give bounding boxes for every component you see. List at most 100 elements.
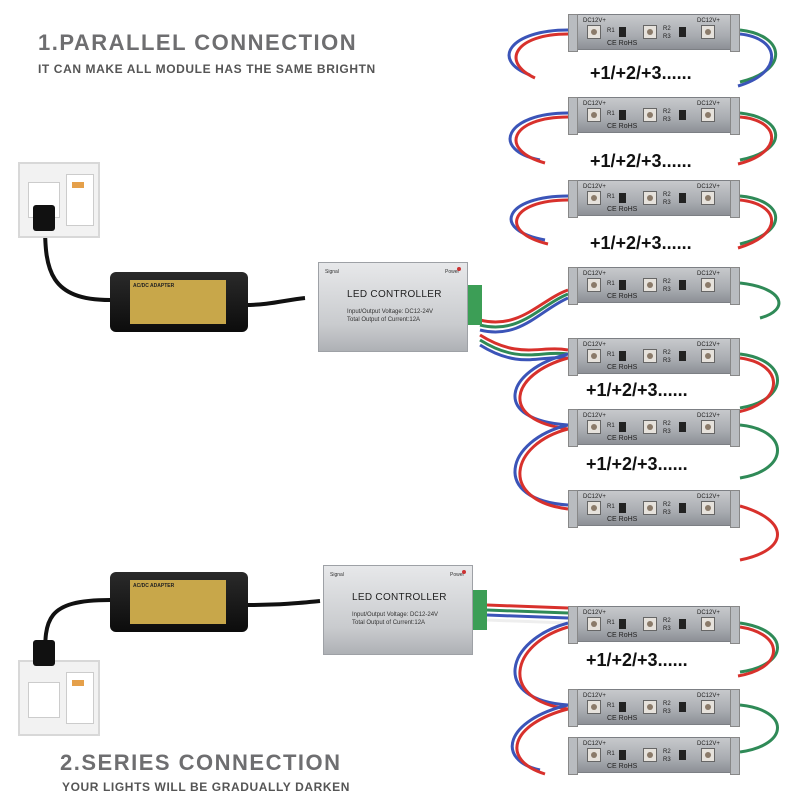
resistor xyxy=(619,27,626,37)
plug-bottom xyxy=(33,640,55,666)
led-chip xyxy=(701,617,715,631)
module-marks: CE RoHS xyxy=(607,435,638,442)
resistor xyxy=(619,702,626,712)
led-chip xyxy=(701,191,715,205)
led-chip xyxy=(701,501,715,515)
module-voltage-label: DC12V+ xyxy=(697,494,720,500)
adapter-label: AC/DC ADAPTER xyxy=(130,280,226,324)
led-controller-bottom: Signal Power LED CONTROLLER Input/Output… xyxy=(323,565,473,655)
power-led xyxy=(457,267,461,271)
led-chip xyxy=(643,25,657,39)
module-r1: R1 xyxy=(607,28,615,34)
controller-spec-current: Total Output of Current:12A xyxy=(352,620,426,626)
module-r2: R2 xyxy=(663,109,671,115)
module-marks: CE RoHS xyxy=(607,206,638,213)
resistor xyxy=(619,503,626,513)
parallel-subtitle: IT CAN MAKE ALL MODULE HAS THE SAME BRIG… xyxy=(38,62,376,76)
module-r2: R2 xyxy=(663,749,671,755)
led-chip xyxy=(587,617,601,631)
led-chip xyxy=(643,349,657,363)
module-marks: CE RoHS xyxy=(607,763,638,770)
resistor xyxy=(679,702,686,712)
resistor xyxy=(619,422,626,432)
module-voltage-label: DC12V+ xyxy=(583,184,606,190)
module-r3: R3 xyxy=(663,34,671,40)
resistor xyxy=(619,280,626,290)
module-r1: R1 xyxy=(607,504,615,510)
module-voltage-label: DC12V+ xyxy=(697,610,720,616)
signal-label: Signal xyxy=(330,572,344,578)
module-voltage-label: DC12V+ xyxy=(583,741,606,747)
led-chip xyxy=(701,25,715,39)
parallel-title: 1.PARALLEL CONNECTION xyxy=(38,30,358,55)
module-voltage-label: DC12V+ xyxy=(697,18,720,24)
led-chip xyxy=(643,191,657,205)
count-label: +1/+2/+3...... xyxy=(590,233,692,253)
module-marks: CE RoHS xyxy=(607,364,638,371)
led-chip xyxy=(587,349,601,363)
module-voltage-label: DC12V+ xyxy=(697,693,720,699)
module-r2: R2 xyxy=(663,421,671,427)
led-chip xyxy=(643,108,657,122)
wall-socket-bottom xyxy=(18,660,100,736)
led-chip xyxy=(587,748,601,762)
led-chip xyxy=(643,278,657,292)
count-label: +1/+2/+3...... xyxy=(590,151,692,171)
led-chip xyxy=(587,278,601,292)
module-r1: R1 xyxy=(607,751,615,757)
led-chip xyxy=(587,108,601,122)
output-terminal-top xyxy=(468,285,482,325)
module-r3: R3 xyxy=(663,510,671,516)
resistor xyxy=(679,110,686,120)
adapter-label: AC/DC ADAPTER xyxy=(130,580,226,624)
module-r2: R2 xyxy=(663,26,671,32)
wall-socket-top xyxy=(18,162,100,238)
module-voltage-label: DC12V+ xyxy=(583,610,606,616)
series-subtitle: YOUR LIGHTS WILL BE GRADUALLY DARKEN xyxy=(62,780,351,794)
module-voltage-label: DC12V+ xyxy=(583,494,606,500)
led-chip xyxy=(587,191,601,205)
led-chip xyxy=(643,748,657,762)
module-r1: R1 xyxy=(607,111,615,117)
resistor xyxy=(679,750,686,760)
module-voltage-label: DC12V+ xyxy=(697,184,720,190)
led-chip xyxy=(643,617,657,631)
resistor xyxy=(619,193,626,203)
resistor xyxy=(679,280,686,290)
led-chip xyxy=(587,501,601,515)
module-voltage-label: DC12V+ xyxy=(697,413,720,419)
led-chip xyxy=(701,278,715,292)
power-adapter-top: AC/DC ADAPTER xyxy=(110,272,248,332)
count-label: +1/+2/+3...... xyxy=(586,454,688,474)
module-r3: R3 xyxy=(663,429,671,435)
module-r3: R3 xyxy=(663,757,671,763)
led-chip xyxy=(587,700,601,714)
resistor xyxy=(679,619,686,629)
resistor xyxy=(679,193,686,203)
resistor xyxy=(619,750,626,760)
module-voltage-label: DC12V+ xyxy=(697,271,720,277)
module-r3: R3 xyxy=(663,626,671,632)
resistor xyxy=(679,422,686,432)
controller-spec-voltage: Input/Output Voltage: DC12-24V xyxy=(352,612,439,618)
module-r1: R1 xyxy=(607,703,615,709)
led-chip xyxy=(587,25,601,39)
resistor xyxy=(619,110,626,120)
module-r3: R3 xyxy=(663,709,671,715)
module-r2: R2 xyxy=(663,279,671,285)
plug-top xyxy=(33,205,55,231)
module-marks: CE RoHS xyxy=(607,715,638,722)
module-marks: CE RoHS xyxy=(607,516,638,523)
controller-title: LED CONTROLLER xyxy=(347,289,442,300)
series-title: 2.SERIES CONNECTION xyxy=(60,750,342,775)
controller-spec-current: Total Output of Current:12A xyxy=(347,317,421,323)
module-voltage-label: DC12V+ xyxy=(583,413,606,419)
module-marks: CE RoHS xyxy=(607,40,638,47)
